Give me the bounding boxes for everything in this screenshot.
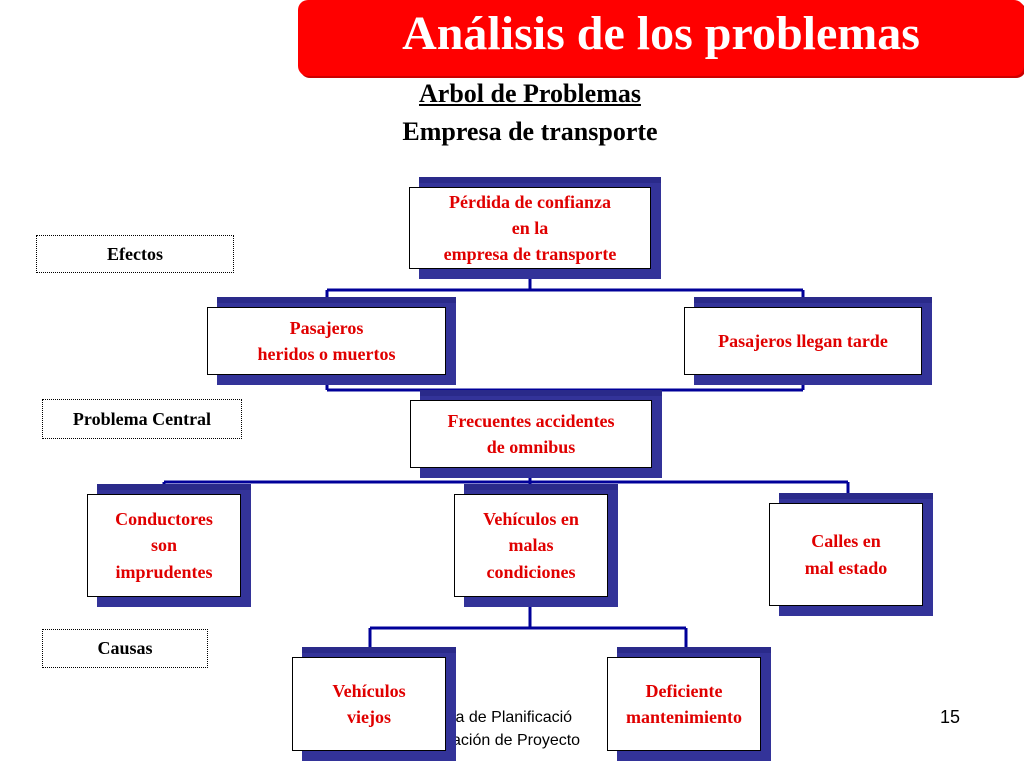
label-central-problem: Problema Central: [42, 399, 242, 439]
node-label: Pasajeros heridos o muertos: [207, 307, 446, 375]
label-effects: Efectos: [36, 235, 234, 273]
node-label: Conductores son imprudentes: [87, 494, 241, 597]
node-cause-left: Conductores son imprudentes: [87, 484, 251, 607]
node-sub-cause-right: Deficiente mantenimiento: [607, 647, 771, 761]
footer-line-1: ia de Planificació: [452, 709, 573, 726]
node-label: Vehículos en malas condiciones: [454, 494, 608, 597]
label-causes: Causas: [42, 629, 208, 668]
node-label: Calles en mal estado: [769, 503, 923, 606]
page-number: 15: [940, 707, 961, 727]
diagram-title: Arbol de Problemas: [419, 79, 641, 108]
node-cause-right: Calles en mal estado: [769, 493, 933, 616]
node-central-problem: Frecuentes accidentes de omnibus: [410, 390, 662, 478]
node-label: Vehículos viejos: [292, 657, 446, 751]
footer-line-2: ación de Proyecto: [452, 732, 581, 749]
node-cause-middle: Vehículos en malas condiciones: [454, 484, 618, 607]
node-sub-cause-left: Vehículos viejos: [292, 647, 456, 761]
diagram-subtitle: Empresa de transporte: [402, 117, 658, 146]
node-effect-right: Pasajeros llegan tarde: [684, 297, 932, 385]
node-top-effect: Pérdida de confianza en la empresa de tr…: [409, 177, 661, 279]
node-label: Deficiente mantenimiento: [607, 657, 761, 751]
title-banner: Análisis de los problemas: [298, 0, 1024, 76]
node-label: Pasajeros llegan tarde: [684, 307, 922, 375]
node-label: Pérdida de confianza en la empresa de tr…: [409, 187, 651, 269]
node-effect-left: Pasajeros heridos o muertos: [207, 297, 456, 385]
node-label: Frecuentes accidentes de omnibus: [410, 400, 652, 468]
page-title: Análisis de los problemas: [402, 7, 920, 60]
